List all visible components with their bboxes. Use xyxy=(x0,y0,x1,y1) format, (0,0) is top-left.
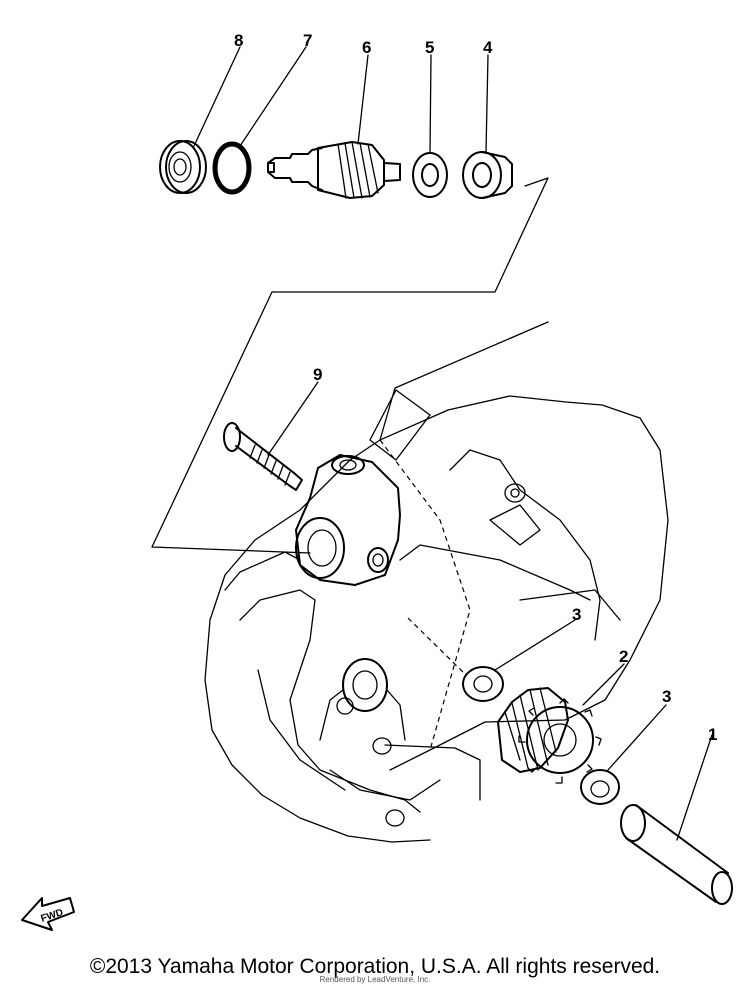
callout-6: 6 xyxy=(362,38,371,57)
render-watermark: Rendered by LeadVenture, Inc. xyxy=(319,975,431,984)
callout-8: 8 xyxy=(234,31,243,50)
assembly-bracket-lines xyxy=(151,177,549,554)
fwd-arrow: FWD xyxy=(21,897,75,931)
callout-5: 5 xyxy=(425,38,434,57)
part-3-washer-upper xyxy=(407,617,576,702)
part-2-gear xyxy=(497,663,625,784)
callout-3-upper: 3 xyxy=(572,605,581,624)
part-8-bearing xyxy=(159,140,207,194)
callout-2: 2 xyxy=(619,647,628,666)
part-1-shaft xyxy=(620,734,733,905)
top-callout-leaders xyxy=(193,46,489,154)
copyright-notice: ©2013 Yamaha Motor Corporation, U.S.A. A… xyxy=(89,955,661,978)
part-7-o-ring xyxy=(212,141,252,195)
fwd-label: FWD xyxy=(40,907,65,925)
callout-9: 9 xyxy=(313,365,322,384)
callout-4: 4 xyxy=(483,38,493,57)
callout-3-lower: 3 xyxy=(662,687,671,706)
callout-1: 1 xyxy=(708,725,717,744)
part-6-gear-shaft xyxy=(267,141,401,199)
part-4-bushing xyxy=(462,151,513,199)
callout-labels: 8 7 6 5 4 9 3 2 3 1 xyxy=(234,31,717,744)
part-5-washer xyxy=(412,152,448,198)
callout-7: 7 xyxy=(303,31,312,50)
crankcase-cover xyxy=(204,321,669,843)
part-9-bolt xyxy=(223,381,319,491)
part-3-washer-lower xyxy=(580,704,667,805)
